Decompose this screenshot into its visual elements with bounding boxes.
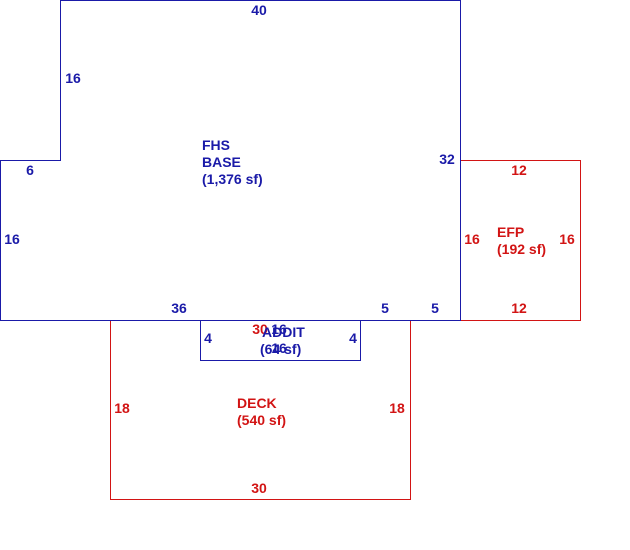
deck-area-label: (540 sf) — [237, 412, 286, 428]
base-name-label: FHS — [202, 137, 230, 153]
efp-left-dim: 16 — [464, 231, 480, 247]
deck-top-dim: 30 — [252, 321, 268, 337]
addit-bottom-dim: 16 — [271, 340, 287, 356]
efp-name-label: EFP — [497, 224, 524, 240]
addit-left-dim: 4 — [204, 330, 212, 346]
efp-outline — [460, 160, 581, 321]
addit-outline — [200, 320, 361, 361]
efp-top-dim: 12 — [511, 162, 527, 178]
base-upper-left-dim: 16 — [65, 70, 81, 86]
efp-area-label: (192 sf) — [497, 241, 546, 257]
base-area-label: (1,376 sf) — [202, 171, 263, 187]
base-top-dim: 40 — [251, 2, 267, 18]
base-bottom-mid-dim: 5 — [381, 300, 389, 316]
base-left-dim: 16 — [4, 231, 20, 247]
deck-name-label: DECK — [237, 395, 277, 411]
deck-right-dim: 18 — [389, 400, 405, 416]
base-outline — [0, 0, 461, 321]
addit-name-label: ADDIT — [262, 324, 305, 340]
base-bottom-dim: 36 — [171, 300, 187, 316]
base-right-dim: 32 — [439, 151, 455, 167]
efp-right-dim: 16 — [559, 231, 575, 247]
deck-left-dim: 18 — [114, 400, 130, 416]
base-bottom-right-dim: 5 — [431, 300, 439, 316]
efp-bottom-dim: 12 — [511, 300, 527, 316]
base-step-dim: 6 — [26, 162, 34, 178]
base-name2-label: BASE — [202, 154, 241, 170]
addit-area-label: (64 sf) — [260, 341, 301, 357]
addit-right-dim: 4 — [349, 330, 357, 346]
deck-bottom-dim: 30 — [251, 480, 267, 496]
addit-top-dim: 16 — [271, 321, 287, 337]
